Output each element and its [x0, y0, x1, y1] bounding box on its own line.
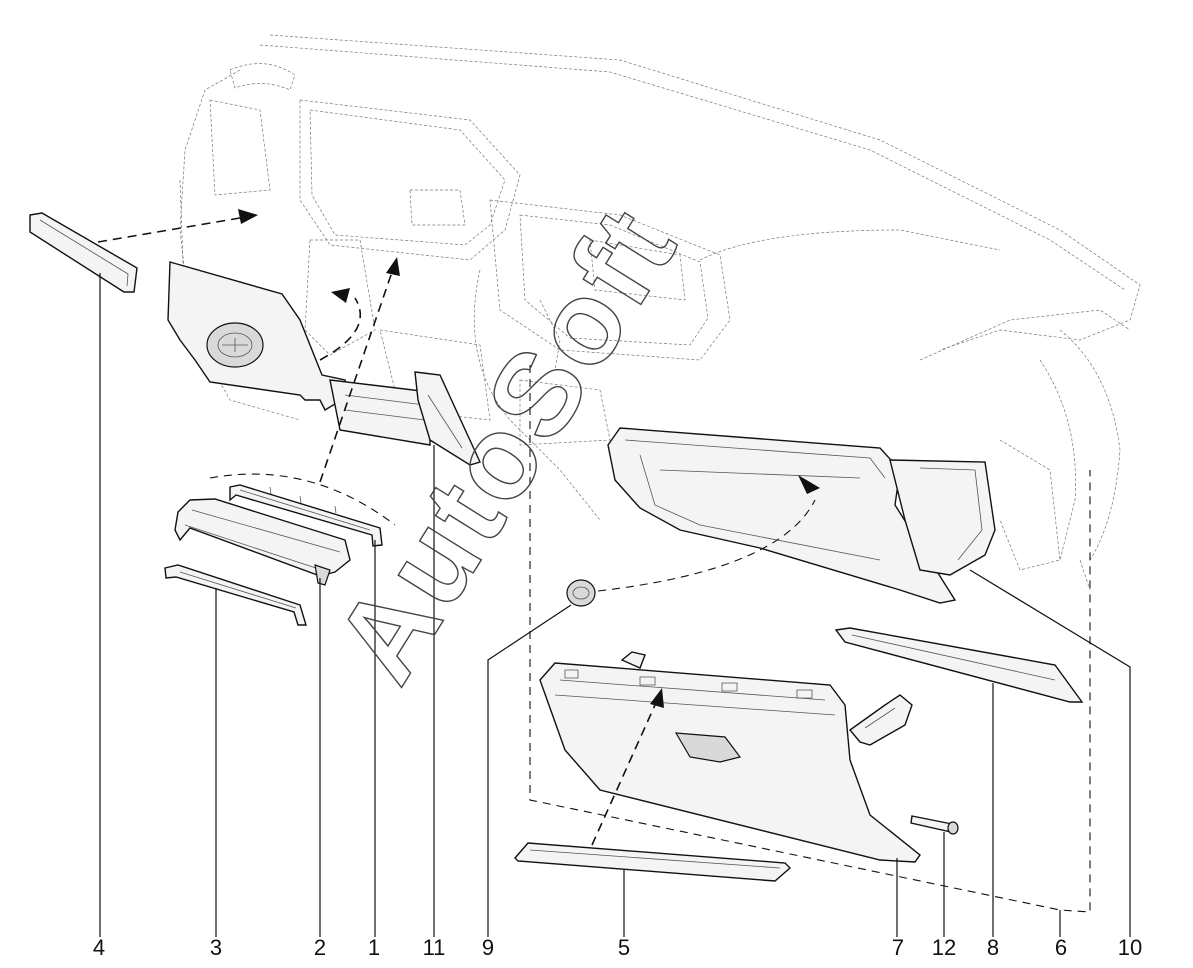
part-10-housing	[607, 427, 996, 604]
assembly-arrows	[97, 209, 820, 846]
dashboard-outline	[179, 34, 1141, 591]
callout-2: 2	[314, 935, 326, 960]
callout-12: 12	[932, 935, 956, 960]
part-4-trim-strip	[29, 212, 138, 293]
part-8-trim-strip	[834, 627, 1084, 703]
callout-6: 6	[1055, 935, 1067, 960]
part-3-strip	[164, 564, 307, 626]
part-2-bezel	[174, 498, 351, 586]
callout-10: 10	[1118, 935, 1142, 960]
callout-11: 11	[423, 935, 446, 960]
group-arc	[209, 473, 396, 526]
part-7-glove-box-lid	[539, 651, 921, 863]
callout-5: 5	[618, 935, 630, 960]
part-5-trim	[514, 842, 792, 882]
part-12-pin	[910, 815, 959, 835]
part-1-bracket	[229, 484, 383, 547]
part-11-lower-panel	[167, 261, 481, 466]
callout-8: 8	[987, 935, 999, 960]
part-9-clip	[566, 579, 596, 607]
callout-1: 1	[368, 935, 380, 960]
leader-lines	[99, 273, 1131, 937]
callout-labels: 4 3 2 1 11 9 5 7 12 8 6 10	[93, 935, 1142, 960]
callout-4: 4	[93, 935, 105, 960]
callout-7: 7	[892, 935, 904, 960]
callout-3: 3	[210, 935, 222, 960]
assembly-boundary	[529, 365, 1091, 913]
callout-9: 9	[482, 935, 494, 960]
